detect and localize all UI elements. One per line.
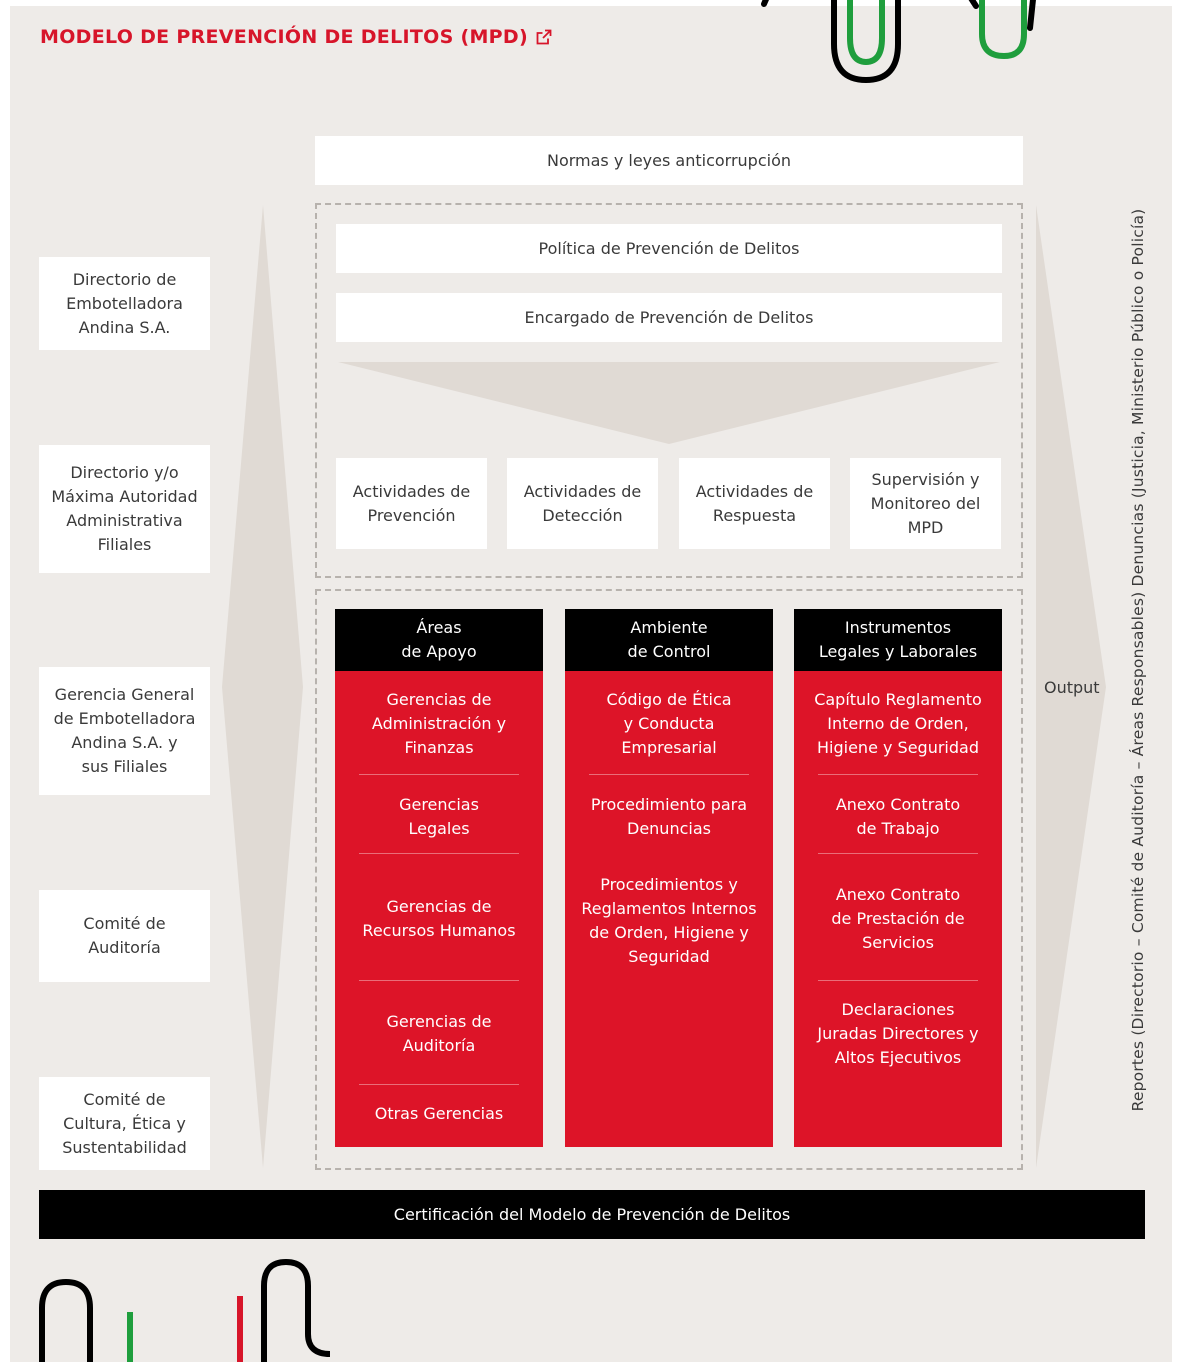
divider xyxy=(818,853,978,854)
column-header: Instrumentos Legales y Laborales xyxy=(794,609,1002,671)
activity-prevencion: Actividades de Prevención xyxy=(336,458,487,549)
column-item: Otras Gerencias xyxy=(374,1104,504,1123)
column-header: Áreas de Apoyo xyxy=(335,609,543,671)
column-item: Declaraciones Juradas Directores y Altos… xyxy=(817,1000,979,1067)
certification-bar: Certificación del Modelo de Prevención d… xyxy=(39,1190,1145,1239)
column-item: Procedimiento para Denuncias xyxy=(590,795,748,838)
reports-vertical-label: Reportes (Directorio – Comité de Auditor… xyxy=(1129,208,1147,1112)
column-instrumentos-legales: Instrumentos Legales y Laborales Capítul… xyxy=(794,609,1002,1147)
activity-supervision: Supervisión y Monitoreo del MPD xyxy=(850,458,1001,549)
page-title: MODELO DE PREVENCIÓN DE DELITOS (MPD) xyxy=(40,26,552,48)
decorative-clip-shape-top xyxy=(761,0,1036,84)
column-item: Procedimientos y Reglamentos Internos de… xyxy=(581,875,757,966)
divider xyxy=(359,853,519,854)
divider xyxy=(359,980,519,981)
output-label: Output xyxy=(1044,678,1100,697)
left-box-comite-auditoria: Comité de Auditoría xyxy=(39,890,210,982)
activity-deteccion: Actividades de Detección xyxy=(507,458,658,549)
column-item: Anexo Contrato de Prestación de Servicio… xyxy=(831,885,965,952)
activity-respuesta: Actividades de Respuesta xyxy=(679,458,830,549)
column-item: Anexo Contrato de Trabajo xyxy=(835,795,961,838)
norms-box: Normas y leyes anticorrupción xyxy=(315,136,1023,185)
left-box-comite-cultura: Comité de Cultura, Ética y Sustentabilid… xyxy=(39,1077,210,1170)
column-areas-apoyo: Áreas de Apoyo Gerencias de Administraci… xyxy=(335,609,543,1147)
page-title-text: MODELO DE PREVENCIÓN DE DELITOS (MPD) xyxy=(40,26,528,48)
policy-box: Política de Prevención de Delitos xyxy=(336,224,1002,273)
divider xyxy=(818,980,978,981)
column-item: Gerencias de Administración y Finanzas xyxy=(371,690,507,757)
divider xyxy=(589,774,749,775)
column-item: Capítulo Reglamento Interno de Orden, Hi… xyxy=(814,690,982,757)
column-item: Gerencias de Auditoría xyxy=(386,1012,492,1055)
divider xyxy=(359,1084,519,1085)
divider xyxy=(818,774,978,775)
external-link-icon[interactable] xyxy=(536,29,552,45)
decorative-clip-shape-bottom xyxy=(39,1258,331,1362)
dashed-container-top xyxy=(315,203,1023,578)
officer-box: Encargado de Prevención de Delitos xyxy=(336,293,1002,342)
left-box-directorio-filiales: Directorio y/o Máxima Autoridad Administ… xyxy=(39,445,210,573)
column-item: Gerencias de Recursos Humanos xyxy=(362,897,516,940)
column-item: Código de Ética y Conducta Empresarial xyxy=(606,690,732,757)
left-box-directorio-andina: Directorio de Embotelladora Andina S.A. xyxy=(39,257,210,350)
column-ambiente-control: Ambiente de Control Código de Ética y Co… xyxy=(565,609,773,1147)
dashed-container-bottom xyxy=(315,589,1023,1170)
divider xyxy=(359,774,519,775)
left-box-gerencia-general: Gerencia General de Embotelladora Andina… xyxy=(39,667,210,795)
column-header: Ambiente de Control xyxy=(565,609,773,671)
column-item: Gerencias Legales xyxy=(399,795,479,838)
